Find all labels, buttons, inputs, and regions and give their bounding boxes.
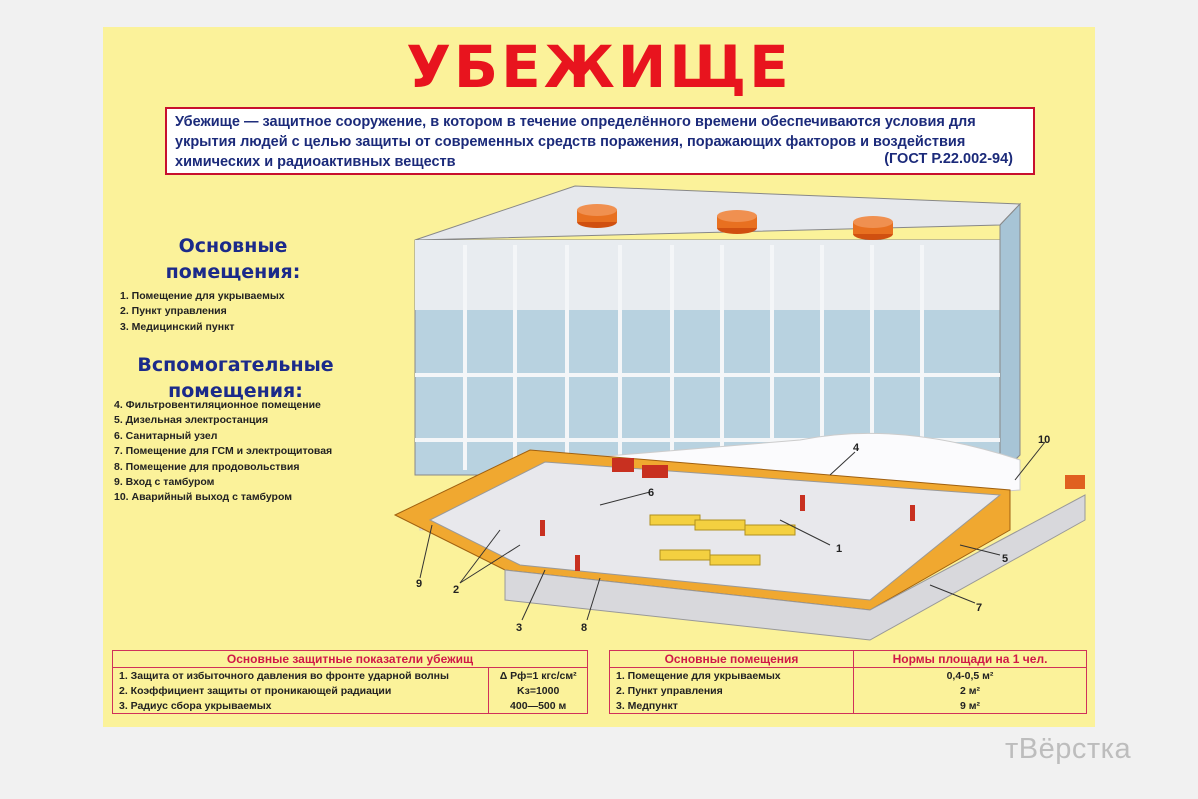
list-item: 9. Вход с тамбуром	[114, 475, 215, 488]
leader-lines	[419, 441, 1046, 621]
definition-source: (ГОСТ Р.22.002-94)	[884, 151, 1013, 167]
watermark: тВёрстка	[1005, 733, 1132, 765]
label-7: 7	[976, 602, 982, 614]
label-6: 6	[648, 487, 654, 499]
label-4: 4	[853, 442, 860, 454]
label-8: 8	[581, 622, 587, 634]
main-rooms-heading: Основные помещения:	[165, 235, 301, 283]
table-row: 1. Защита от избыточного давления во фро…	[113, 667, 588, 683]
list-item: 7. Помещение для ГСМ и электрощитовая	[114, 445, 333, 458]
protection-table: Основные защитные показатели убежищ 1. З…	[112, 650, 588, 714]
main-rooms-list: 1. Помещение для укрываемых 2. Пункт упр…	[120, 289, 285, 335]
label-9: 9	[416, 578, 422, 590]
label-2: 2	[453, 584, 459, 596]
benches	[649, 514, 796, 566]
roof-vents	[577, 204, 893, 240]
table-row: 2. Коэффициент защиты от проникающей рад…	[113, 683, 588, 698]
list-item: 10. Аварийный выход с тамбуром	[114, 491, 292, 504]
auxiliary-rooms-heading: Вспомогательные помещения:	[137, 354, 334, 402]
list-item: 5. Дизельная электростанция	[114, 414, 269, 427]
auxiliary-rooms-list: 4. Фильтровентиляционное помещение 5. Ди…	[114, 398, 332, 506]
poster: УБЕЖИЩЕ Убежище — защитное сооружение, в…	[103, 27, 1095, 727]
list-item: 4. Фильтровентиляционное помещение	[114, 399, 321, 411]
list-item: 2. Пункт управления	[120, 305, 227, 318]
doors	[540, 458, 915, 571]
list-item: 1. Помещение для укрываемых	[120, 290, 285, 302]
label-3: 3	[516, 622, 522, 634]
list-item: 6. Санитарный узел	[114, 429, 218, 442]
list-item: 8. Помещение для продовольствия	[114, 460, 300, 473]
poster-title: УБЕЖИЩЕ	[406, 33, 792, 101]
label-10: 10	[1038, 434, 1050, 446]
label-5: 5	[1002, 553, 1008, 565]
protection-table-header: Основные защитные показатели убежищ	[112, 650, 588, 668]
emergency-exit	[1065, 475, 1085, 489]
shelter-illustration: 1 2 3 4 5 6 7 8 9 10	[393, 185, 1086, 641]
list-item: 3. Медицинский пункт	[120, 320, 235, 333]
label-1: 1	[836, 543, 842, 555]
definition-text: Убежище — защитное сооружение, в котором…	[175, 114, 976, 170]
definition-box: Убежище — защитное сооружение, в котором…	[165, 107, 1035, 175]
